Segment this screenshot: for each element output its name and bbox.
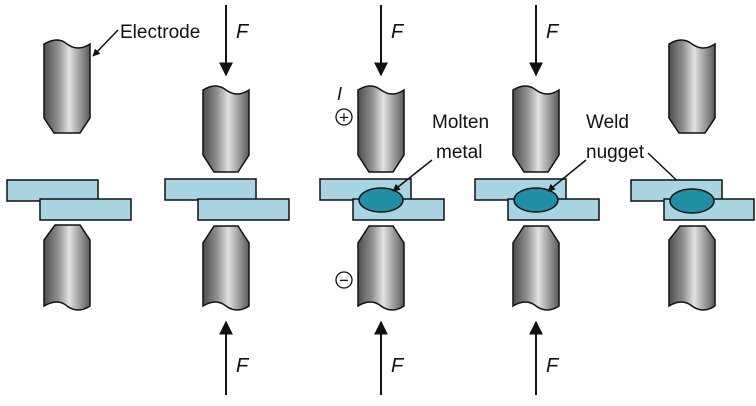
- stage-2: F F: [164, 5, 290, 395]
- electrode-label: Electrode: [120, 22, 200, 43]
- weld-label-line2: nugget: [586, 142, 645, 163]
- lower-electrode: [357, 225, 405, 311]
- upper-plate: [6, 179, 99, 202]
- minus-terminal-icon: [335, 271, 353, 289]
- molten-leader: [392, 159, 433, 192]
- stage-3: F I + − F Molten metal: [319, 5, 489, 395]
- upper-electrode: [43, 39, 91, 134]
- stage-1: Electrode: [6, 22, 200, 311]
- lower-plate: [197, 198, 290, 221]
- upper-electrode: [668, 39, 716, 134]
- weld-nugget: [513, 187, 559, 213]
- upper-electrode: [202, 85, 250, 173]
- molten-label-line1: Molten: [432, 112, 489, 133]
- force-label-top: F: [391, 21, 405, 43]
- plus-terminal-icon: [335, 108, 353, 126]
- minus-sign: −: [339, 271, 349, 290]
- upper-plate: [164, 178, 257, 201]
- stage-5: [630, 39, 755, 311]
- weld-nugget: [669, 188, 715, 214]
- lower-electrode: [43, 224, 91, 311]
- force-label-top: F: [236, 21, 250, 43]
- force-label-bottom: F: [236, 355, 250, 377]
- upper-electrode: [357, 85, 405, 173]
- lower-electrode: [202, 225, 250, 311]
- weld-label-line1: Weld: [586, 112, 629, 133]
- weld-leader-left: [547, 159, 587, 192]
- lower-plate: [39, 198, 132, 221]
- stage-4: F F Weld nugget: [474, 5, 691, 395]
- upper-electrode: [512, 85, 560, 173]
- force-label-bottom: F: [546, 355, 560, 377]
- molten-metal: [358, 187, 404, 213]
- current-label: I: [337, 84, 342, 104]
- plus-sign: +: [339, 108, 349, 127]
- lower-electrode: [512, 225, 560, 311]
- force-label-bottom: F: [391, 355, 405, 377]
- molten-label-line2: metal: [436, 142, 482, 163]
- electrode-leader: [92, 29, 119, 57]
- lower-electrode: [668, 225, 716, 311]
- force-label-top: F: [546, 21, 560, 43]
